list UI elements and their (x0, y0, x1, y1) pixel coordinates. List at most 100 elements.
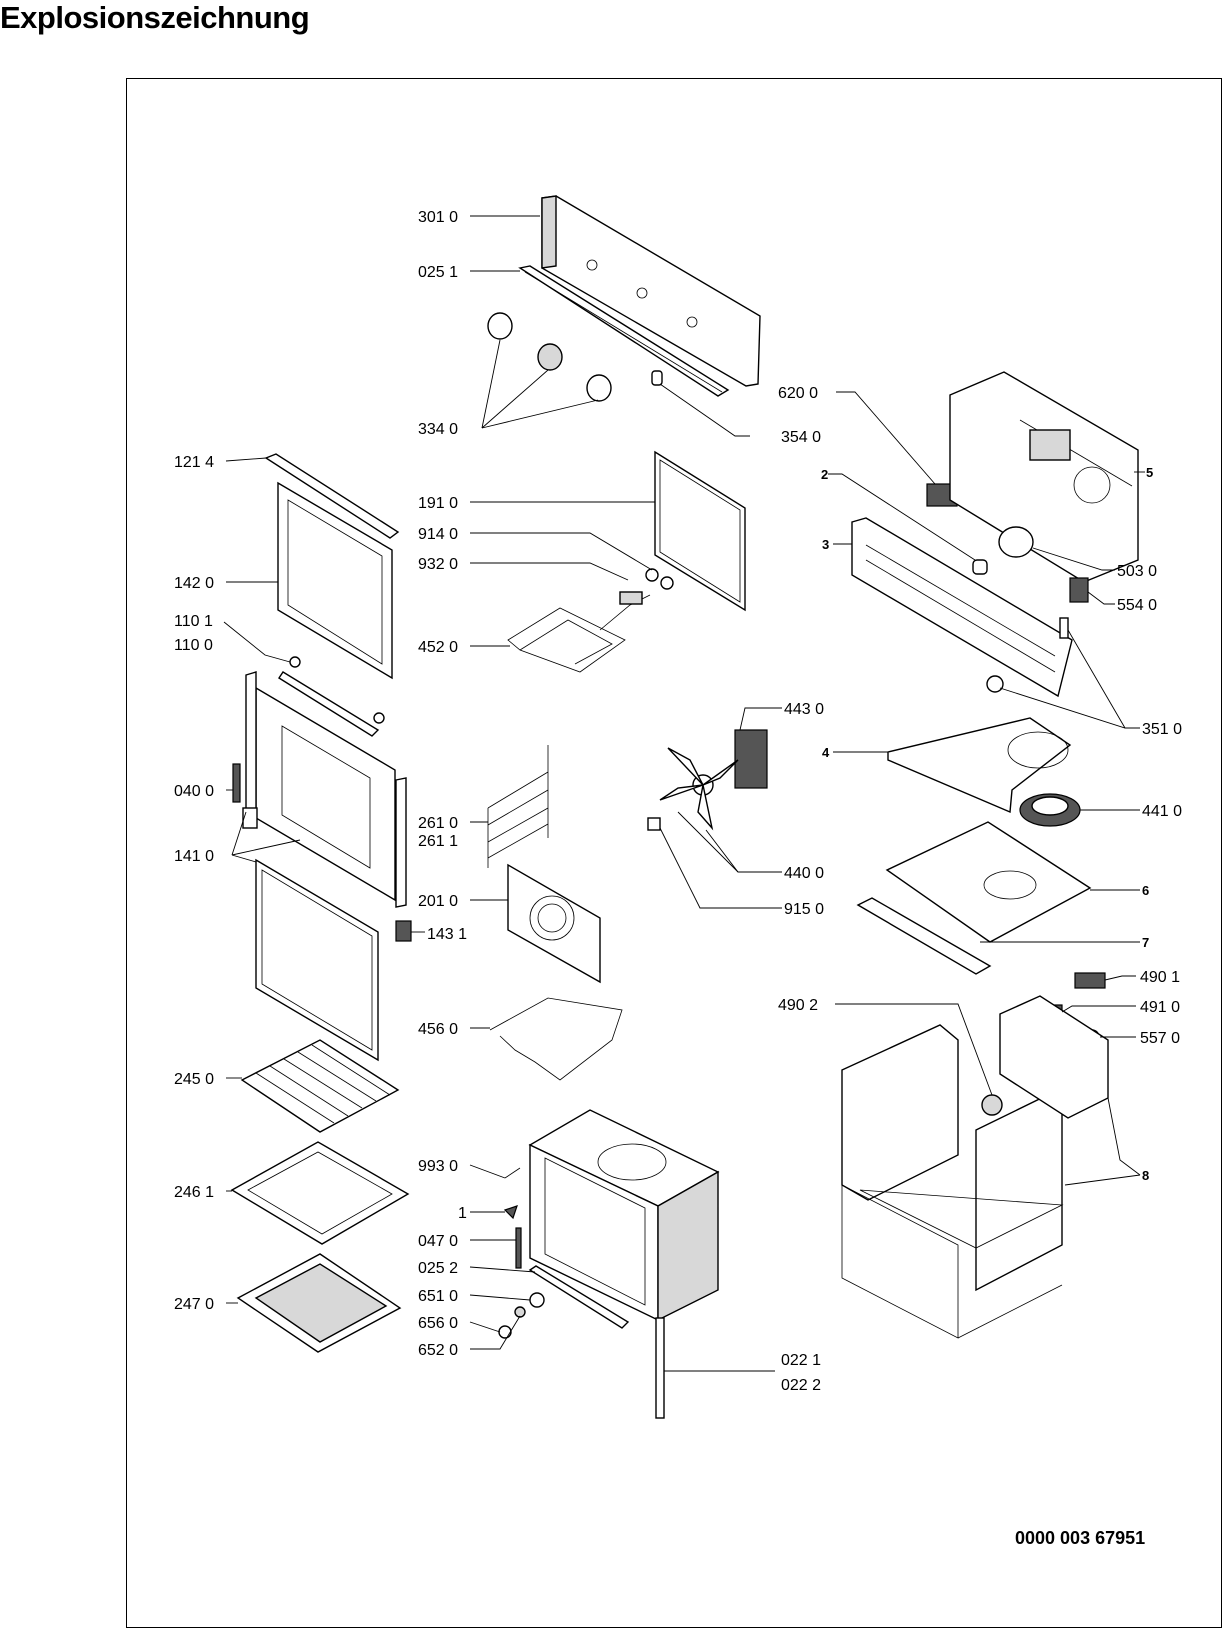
deep-roasting-pan (236, 1253, 402, 1353)
label-620-0: 620 0 (778, 385, 818, 402)
baking-tray (230, 1141, 410, 1245)
grill-heating-element (507, 591, 651, 673)
label-503-0: 503 0 (1117, 563, 1157, 580)
front-air-guide (856, 897, 992, 975)
hinge-block (242, 807, 258, 829)
label-2: 2 (821, 467, 828, 482)
label-201-0: 201 0 (418, 893, 458, 910)
temperature-probe (1059, 617, 1069, 639)
lamp-holder (498, 1325, 512, 1339)
control-panel-rail (518, 265, 730, 397)
fan-cover-plate (887, 717, 1072, 814)
lower-front-rail (528, 1265, 630, 1329)
rear-top-cover (949, 371, 1139, 583)
base-plate (885, 821, 1092, 943)
label-554-0: 554 0 (1117, 597, 1157, 614)
label-110-1: 110 1 (174, 613, 213, 630)
label-6: 6 (1142, 883, 1149, 898)
fan-nut (647, 817, 661, 831)
label-932-0: 932 0 (418, 556, 458, 573)
door-outer-glass (277, 481, 393, 680)
cable-grommet (981, 1094, 1003, 1116)
label-143-1: 143 1 (427, 926, 467, 943)
door-inner-frame (245, 671, 407, 908)
terminal-plate (1074, 972, 1106, 989)
clip-part (503, 1205, 518, 1220)
document-number: 0000 003 67951 (1015, 1528, 1146, 1548)
door-handle (278, 656, 385, 737)
label-490-1: 490 1 (1140, 969, 1180, 986)
label-440-0: 440 0 (784, 865, 824, 882)
label-8: 8 (1142, 1168, 1149, 1183)
label-301-0: 301 0 (418, 209, 458, 226)
screw (504, 1167, 521, 1179)
label-441-0: 441 0 (1142, 803, 1182, 820)
label-490-2: 490 2 (778, 997, 818, 1014)
label-245-0: 245 0 (174, 1071, 214, 1088)
label-7: 7 (1142, 935, 1149, 950)
label-191-0: 191 0 (418, 495, 458, 512)
label-141-0: 141 0 (174, 848, 214, 865)
oven-door-gasket (654, 450, 746, 612)
side-rail (655, 1317, 665, 1419)
fixing-nut (645, 568, 659, 582)
label-915-0: 915 0 (784, 901, 824, 918)
door-hinge (232, 763, 241, 803)
convection-fan-blade (659, 747, 739, 831)
fixing-nut-2 (660, 576, 674, 590)
label-121-4: 121 4 (174, 454, 214, 471)
door-inner-glass (255, 858, 379, 1062)
control-frame (851, 517, 1073, 698)
lamp-seal (514, 1306, 526, 1318)
label-261-1: 261 1 (418, 833, 458, 850)
thermostat (1069, 577, 1089, 603)
shelf-supports (487, 745, 549, 868)
label-351-0: 351 0 (1142, 721, 1182, 738)
bottom-heating-element (489, 997, 623, 1081)
door-top-profile (264, 453, 400, 539)
label-022-2: 022 2 (781, 1377, 821, 1394)
door-lock-part (395, 920, 412, 942)
label-025-1: 025 1 (418, 264, 458, 281)
oven-cavity (528, 1109, 720, 1322)
leader-lines (223, 215, 1145, 1372)
label-3: 3 (822, 537, 829, 552)
part-labels: 301 0 025 1 334 0 354 0 121 4 191 0 914 … (174, 209, 1182, 1394)
switch-knob (972, 559, 988, 575)
label-4: 4 (822, 745, 830, 760)
label-914-0: 914 0 (418, 526, 458, 543)
label-5: 5 (1146, 465, 1153, 480)
label-993-0: 993 0 (418, 1158, 458, 1175)
oven-housing (841, 995, 1109, 1339)
label-022-1: 022 1 (781, 1352, 821, 1369)
cooling-fan-motor (998, 526, 1034, 558)
label-443-0: 443 0 (784, 701, 824, 718)
cooling-fan-wheel (1019, 793, 1081, 827)
label-047-0: 047 0 (418, 1233, 458, 1250)
label-1: 1 (458, 1205, 467, 1222)
cavity-seal-strip (515, 1227, 522, 1269)
rear-fan-cover (507, 863, 601, 984)
label-334-0: 334 0 (418, 421, 458, 438)
wire-shelf (240, 1039, 400, 1133)
label-557-0: 557 0 (1140, 1030, 1180, 1047)
label-354-0: 354 0 (781, 429, 821, 446)
label-491-0: 491 0 (1140, 999, 1180, 1016)
label-142-0: 142 0 (174, 575, 214, 592)
label-652-0: 652 0 (418, 1342, 458, 1359)
label-452-0: 452 0 (418, 639, 458, 656)
indicator-lens (651, 370, 663, 386)
label-261-0: 261 0 (418, 815, 458, 832)
label-456-0: 456 0 (418, 1021, 458, 1038)
page-title: Explosionszeichnung (0, 0, 310, 35)
selector-knob (986, 675, 1004, 693)
convection-fan-motor (734, 729, 768, 789)
label-110-0: 110 0 (174, 637, 213, 654)
diagram-frame (126, 78, 1222, 1628)
control-panel-front (541, 195, 761, 387)
label-025-2: 025 2 (418, 1260, 458, 1277)
label-247-0: 247 0 (174, 1296, 214, 1313)
label-246-1: 246 1 (174, 1184, 214, 1201)
label-040-0: 040 0 (174, 783, 214, 800)
